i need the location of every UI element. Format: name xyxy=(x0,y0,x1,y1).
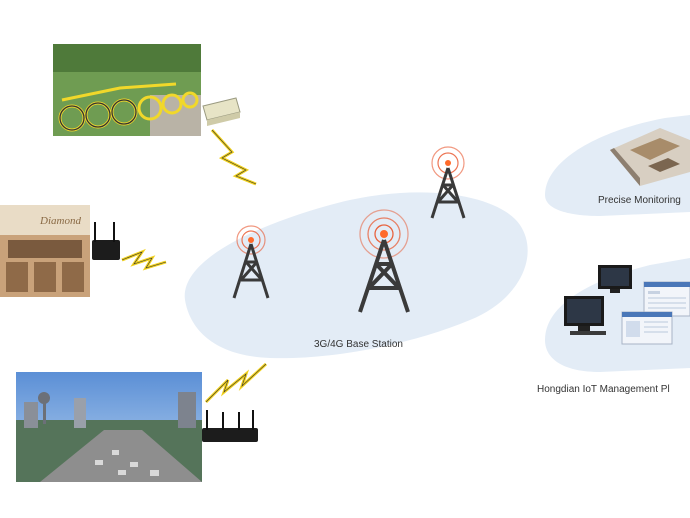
dashboard-screen xyxy=(643,281,690,317)
city-router-device xyxy=(202,410,258,442)
lightning-link-restaurant xyxy=(121,248,167,271)
restaurant-router-device xyxy=(92,222,120,260)
tower-left xyxy=(232,225,270,299)
computer-monitor-top xyxy=(598,265,632,293)
tower-center xyxy=(358,209,410,313)
tower-right xyxy=(430,146,466,219)
city-photo xyxy=(16,372,202,482)
lightning-link-city xyxy=(204,362,268,404)
base-station-cloud xyxy=(184,192,528,359)
management-platform-label: Hongdian IoT Management Pl xyxy=(537,384,670,395)
base-station-label: 3G/4G Base Station xyxy=(314,339,403,350)
bikes-photo xyxy=(53,44,201,136)
svg-text:Diamond: Diamond xyxy=(39,215,81,227)
dashboard-screen-secondary xyxy=(621,311,673,345)
bikes-gateway-device xyxy=(202,97,241,126)
lightning-link-bikes xyxy=(210,128,257,186)
restaurant-photo: Diamond xyxy=(0,205,90,297)
computer-monitor-main xyxy=(564,296,606,335)
building-model-icon xyxy=(610,128,690,186)
precise-monitoring-label: Precise Monitoring xyxy=(598,195,681,206)
